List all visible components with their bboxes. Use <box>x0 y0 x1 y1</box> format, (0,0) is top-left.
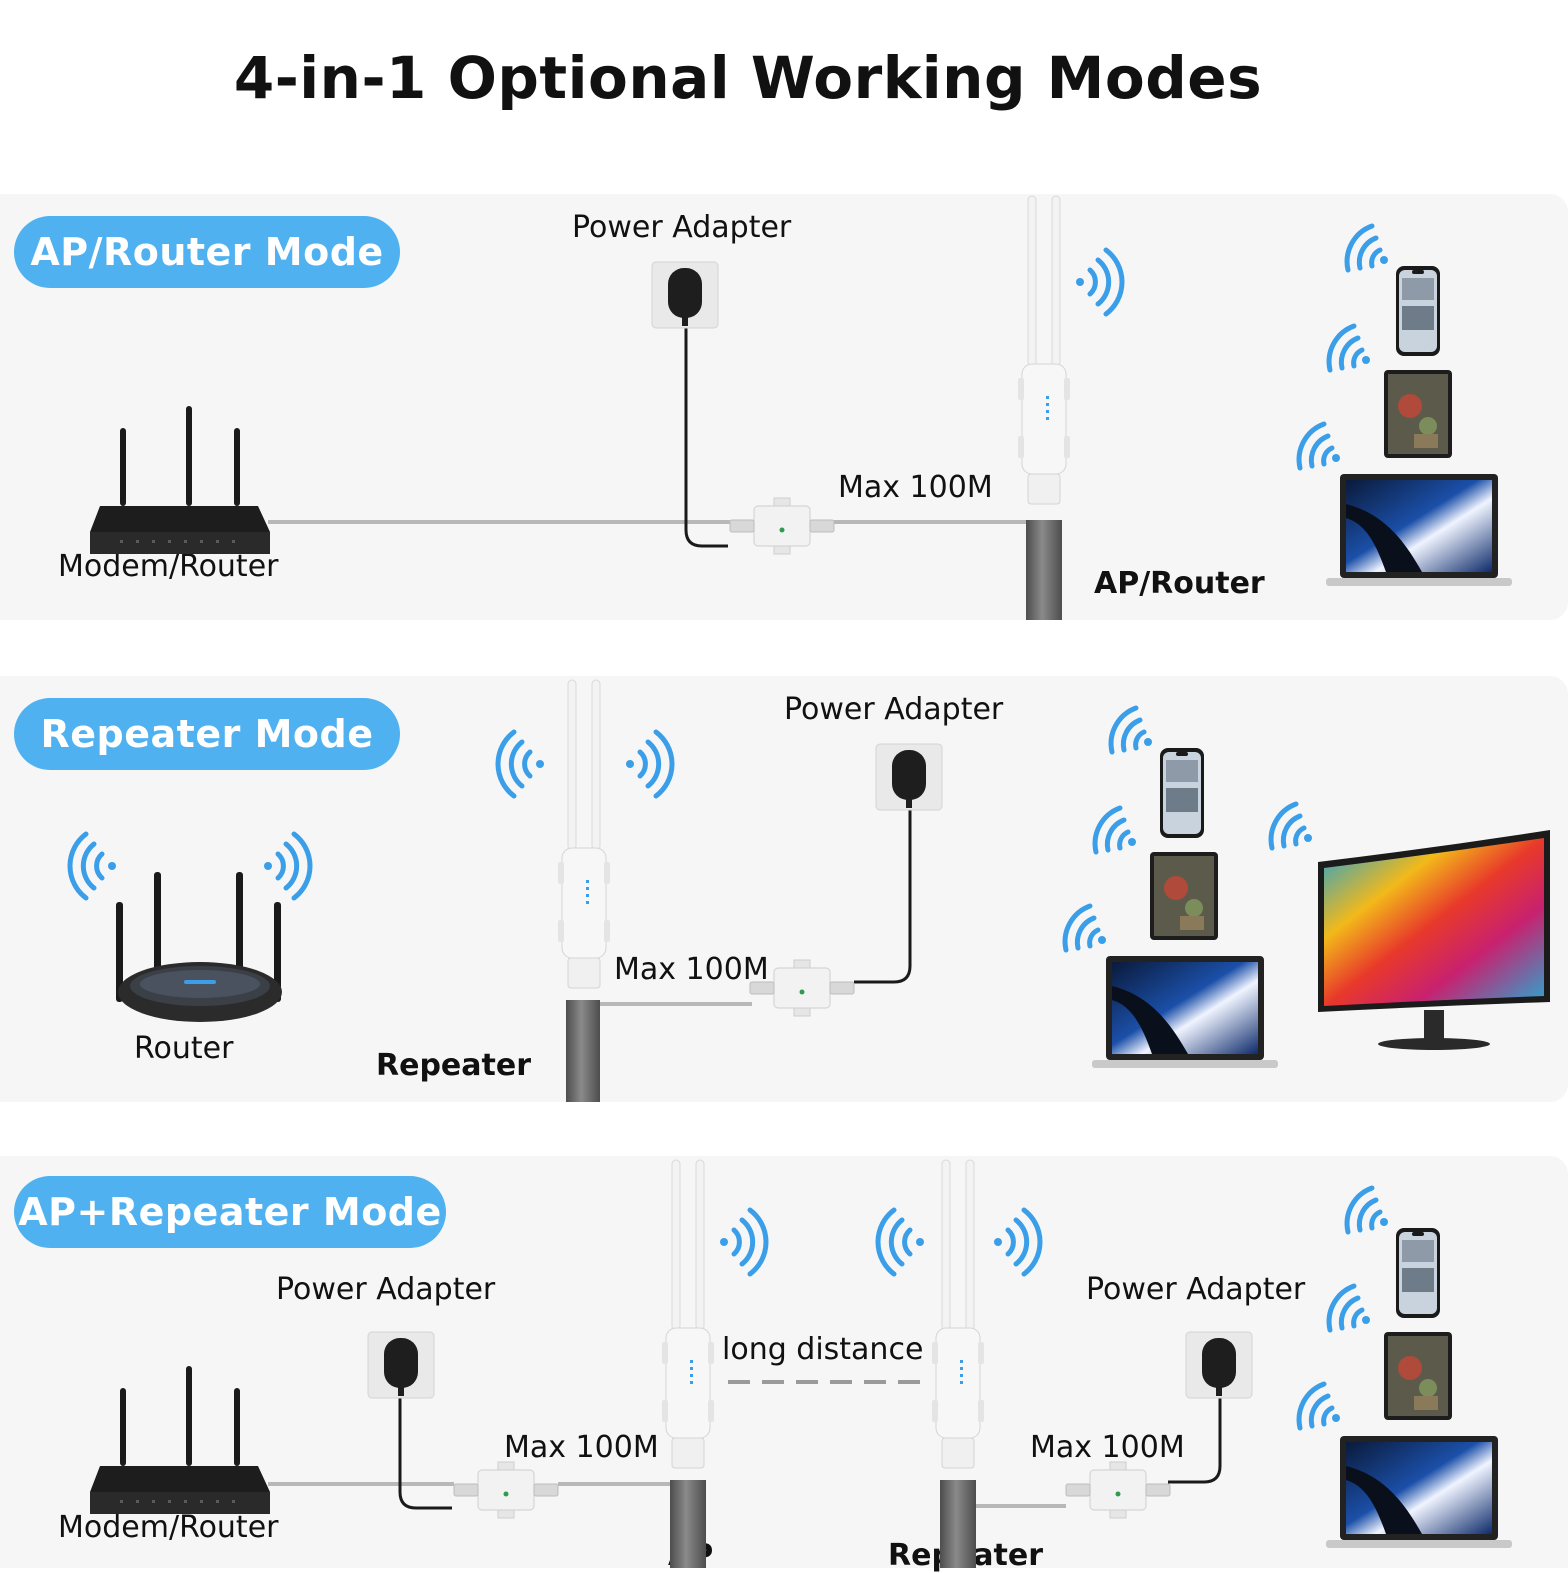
power-cable <box>1168 1396 1222 1484</box>
label-max-distance-left: Max 100M <box>504 1430 659 1465</box>
wifi-signal-icon <box>878 1210 924 1274</box>
power-adapter-icon <box>1185 1331 1253 1399</box>
tablet-icon <box>1384 370 1452 458</box>
wifi-signal-icon <box>1329 326 1370 370</box>
label-link-distance: long distance <box>722 1332 924 1367</box>
label-max-distance-right: Max 100M <box>1030 1430 1185 1465</box>
wifi-signal-icon <box>1111 708 1152 752</box>
poe-injector-icon <box>749 959 855 1017</box>
wifi-signal-icon <box>1065 906 1106 950</box>
label-power-adapter-right: Power Adapter <box>1086 1272 1306 1307</box>
router-icon <box>90 1366 270 1514</box>
wifi-signal-icon <box>994 1210 1040 1274</box>
smartphone-icon <box>1396 1228 1440 1318</box>
label-source: Modem/Router <box>58 1510 279 1545</box>
wifi-signal-icon <box>70 834 116 898</box>
wifi-signal-icon <box>264 834 310 898</box>
mounting-pole <box>1026 520 1062 620</box>
router-icon <box>116 872 282 1022</box>
label-device: Repeater <box>376 1048 531 1083</box>
laptop-icon <box>1092 956 1278 1068</box>
wifi-signal-icon <box>1076 250 1122 314</box>
ap-repeater-mode-diagram <box>90 1159 1512 1568</box>
poe-injector-icon <box>729 497 835 555</box>
wifi-signal-icon <box>498 732 544 796</box>
mounting-pole <box>940 1480 976 1568</box>
wifi-signal-icon <box>720 1210 766 1274</box>
ap-router-mode-diagram <box>90 195 1512 620</box>
power-cable <box>684 326 728 548</box>
mode-badge-repeater: Repeater Mode <box>14 698 400 770</box>
antenna-unit-icon <box>1017 195 1071 505</box>
smartphone-icon <box>1396 266 1440 356</box>
tablet-icon <box>1384 1332 1452 1420</box>
label-device: AP/Router <box>1094 566 1265 601</box>
wifi-signal-icon <box>626 732 672 796</box>
label-source: Router <box>134 1031 234 1066</box>
wifi-signal-icon <box>1347 1188 1388 1232</box>
power-adapter-icon <box>651 261 719 329</box>
power-adapter-icon <box>367 1331 435 1399</box>
wifi-signal-icon <box>1347 226 1388 270</box>
router-icon <box>90 406 270 554</box>
label-power-adapter: Power Adapter <box>784 692 1004 727</box>
mounting-pole <box>670 1480 706 1568</box>
laptop-icon <box>1326 474 1512 586</box>
laptop-icon <box>1326 1436 1512 1548</box>
mode-badge-ap-repeater: AP+Repeater Mode <box>14 1176 446 1248</box>
wifi-signal-icon <box>1095 808 1136 852</box>
wifi-signal-icon <box>1299 1384 1340 1428</box>
label-power-adapter: Power Adapter <box>572 210 792 245</box>
poe-injector-icon <box>453 1461 559 1519</box>
antenna-unit-icon <box>557 679 611 989</box>
label-source: Modem/Router <box>58 549 279 584</box>
wifi-signal-icon <box>1271 804 1312 848</box>
wifi-signal-icon <box>1299 424 1340 468</box>
label-max-distance: Max 100M <box>614 952 769 987</box>
wifi-signal-icon <box>1329 1286 1370 1330</box>
power-cable <box>854 808 912 984</box>
antenna-unit-icon <box>931 1159 985 1469</box>
mounting-pole <box>566 1000 600 1102</box>
poe-injector-icon <box>1065 1461 1171 1519</box>
smartphone-icon <box>1160 748 1204 838</box>
antenna-unit-icon <box>661 1159 715 1469</box>
tablet-icon <box>1150 852 1218 940</box>
page-title: 4-in-1 Optional Working Modes <box>233 44 1263 112</box>
label-power-adapter-left: Power Adapter <box>276 1272 496 1307</box>
repeater-mode-diagram <box>70 679 1550 1102</box>
label-max-distance: Max 100M <box>838 470 993 505</box>
monitor-icon <box>1318 830 1550 1050</box>
mode-badge-ap-router: AP/Router Mode <box>14 216 400 288</box>
power-adapter-icon <box>875 743 943 811</box>
power-cable <box>398 1396 452 1510</box>
